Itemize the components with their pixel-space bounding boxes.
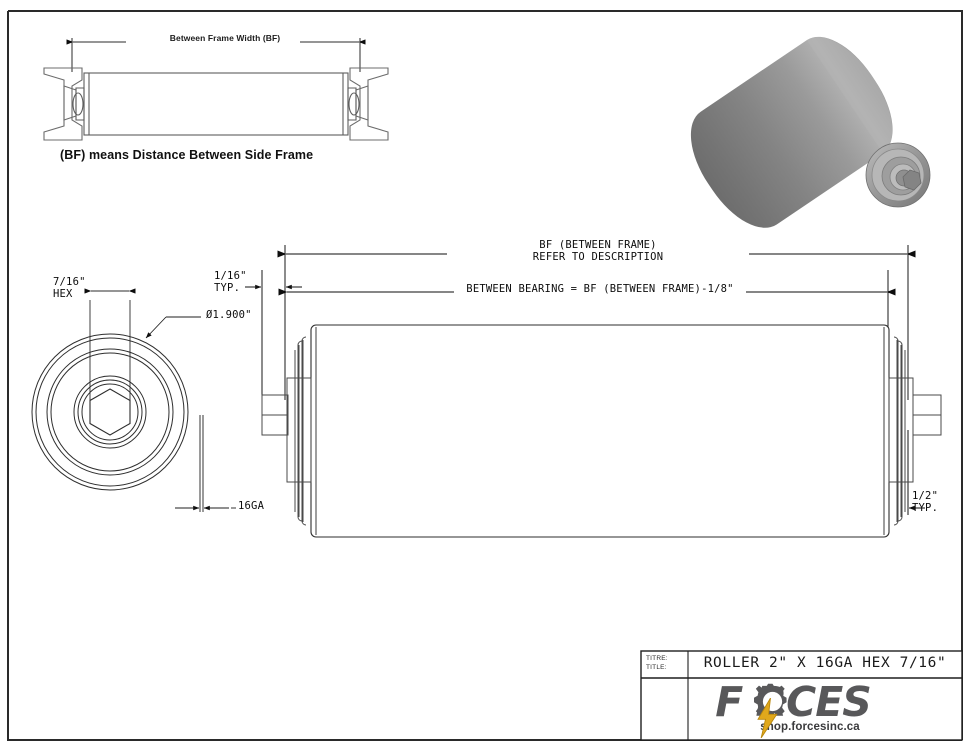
dim-overall-line2: REFER TO DESCRIPTION [532,250,664,263]
dim-typ-left-line1: 1/16" [214,270,247,282]
title-block-label-fr: TITRE: [646,655,668,662]
roller-end-view [31,288,236,512]
diameter-label: Ø1.900" [206,309,252,321]
title-block [640,650,963,741]
bf-width-label: Between Frame Width (BF) [169,33,281,43]
top-left-frame-illustration [43,38,389,141]
hex-dim-extension [84,288,136,423]
gauge-label: 16GA [238,500,265,512]
dim-between-bearing-label: BETWEEN BEARING = BF (BETWEEN FRAME)-1/8… [466,283,734,295]
hex-size-line2: HEX [53,288,73,300]
bf-width-dimension [66,38,366,72]
roller-top-view [72,72,360,136]
dim-typ-left-label: 1/16" TYP. [214,270,247,294]
bearing-housing-right [888,336,942,526]
title-block-label-en: TITLE: [646,664,667,671]
isometric-roller-render [690,36,931,228]
dim-typ-right-line1: 1/2" [912,490,939,502]
hex-size-label: 7/16" HEX [53,276,86,300]
dim-typ-right-label: 1/2" TYP. [912,490,938,514]
bearing-housing-left [261,336,312,526]
drawing-title: ROLLER 2" X 16GA HEX 7/16" [703,655,947,671]
dim-overall-line1: BF (BETWEEN FRAME) [539,239,657,251]
diameter-leader [145,316,201,339]
roller-side-elevation [261,324,942,538]
gauge-dimension [175,415,236,512]
hex-size-line1: 7/16" [53,276,86,288]
dim-typ-right-line2: TYP. [912,502,939,514]
dim-overall-label: BF (BETWEEN FRAME) REFER TO DESCRIPTION [448,239,748,263]
bf-caption: (BF) means Distance Between Side Frame [60,148,314,162]
dim-typ-left-line2: TYP. [214,282,241,294]
